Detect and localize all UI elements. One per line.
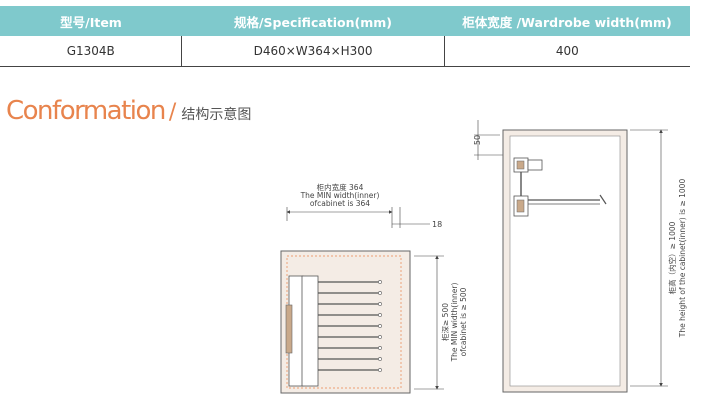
header-wardrobe-width: 柜体宽度 /Wardrobe width(mm) xyxy=(462,14,672,30)
width-label-cn: 柜内宽度 364 xyxy=(317,182,364,192)
cell-wardrobe-width: 400 xyxy=(555,44,579,58)
table-row: G1304B D460×W364×H300 400 xyxy=(0,36,690,67)
width-label-en2: ofcabinet is 364 xyxy=(310,199,370,208)
section-slash: / xyxy=(168,100,177,125)
section-heading: Conformation / 结构示意图 xyxy=(6,96,251,126)
plan-view: 柜内宽度 364 The MIN width(inner) ofcabinet … xyxy=(280,182,468,394)
tie-rods xyxy=(318,281,380,371)
depth-label-en1: The MIN width(inner) xyxy=(450,283,459,363)
table-header: 型号/Item 规格/Specification(mm) 柜体宽度 /Wardr… xyxy=(0,6,690,36)
header-item: 型号/Item xyxy=(60,14,122,30)
side-view: 50 柜高（内空）≥ 1000 The height of the cabine… xyxy=(473,120,687,393)
depth-label-cn: 柜深≥ 500 xyxy=(440,303,450,341)
width-label-en1: The MIN width(inner) xyxy=(300,191,380,200)
section-title-en: Conformation xyxy=(6,96,166,126)
spec-table: 型号/Item 规格/Specification(mm) 柜体宽度 /Wardr… xyxy=(0,6,690,67)
cell-item: G1304B xyxy=(0,36,183,66)
depth-label-en2: ofcabinet is ≥ 500 xyxy=(459,287,468,356)
header-specification: 规格/Specification(mm) xyxy=(233,14,393,30)
offset-18-label: 18 xyxy=(432,220,442,229)
section-title-cn: 结构示意图 xyxy=(181,107,252,123)
height-label-en: The height of the cabinet(inner) is ≥ 10… xyxy=(678,179,687,339)
height-label-cn: 柜高（内空）≥ 1000 xyxy=(667,221,677,294)
top-offset-50-label: 50 xyxy=(473,135,482,145)
cell-specification: D460×W364×H300 xyxy=(182,36,445,66)
